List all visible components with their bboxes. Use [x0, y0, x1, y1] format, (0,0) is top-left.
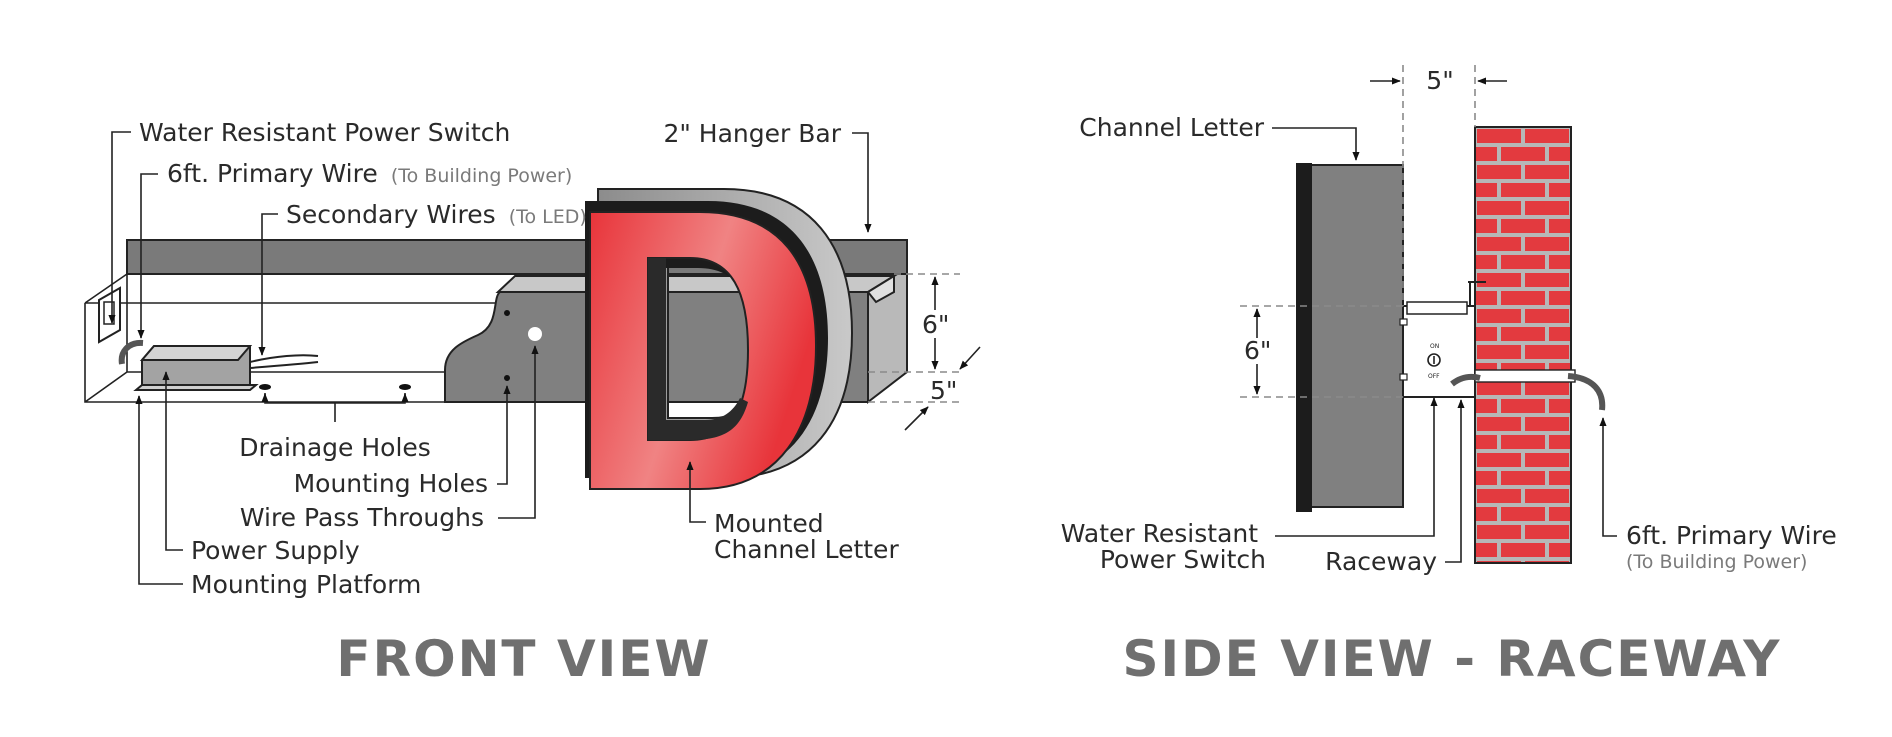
drainage-hole [399, 384, 411, 390]
raceway-hanger-tab [1406, 301, 1468, 315]
raceway-outline [84, 273, 868, 403]
side-view: ON OFF 5" 6" Channel Letter Water Resist… [1061, 65, 1842, 688]
drainage-hole [259, 384, 271, 390]
drainage-holes-leader [264, 393, 406, 422]
mounting-hole [504, 310, 510, 316]
mounting-holes-label: Mounting Holes [294, 469, 488, 498]
side-view-title: SIDE VIEW - RACEWAY [1123, 630, 1782, 688]
side-primary-wire-leader [1599, 417, 1617, 537]
mounting-platform-base [133, 384, 259, 391]
raceway-box [1402, 305, 1476, 398]
front-height-dim: 6" [922, 310, 949, 339]
primary-wire-leader [137, 173, 158, 339]
side-power-switch-leader [1275, 397, 1438, 537]
drainage-holes-label: Drainage Holes [239, 433, 431, 462]
primary-wire [118, 339, 144, 365]
primary-wire-text: 6ft. Primary Wire [167, 159, 378, 188]
side-height-dim: 6" [1244, 336, 1271, 365]
mounted-letter-line1: Mounted [714, 509, 824, 538]
power-supply-label: Power Supply [191, 536, 360, 565]
secondary-wires-text: Secondary Wires [286, 200, 496, 229]
power-supply-leader [162, 371, 183, 551]
mounting-platform-leader [135, 395, 183, 585]
mounting-holes-leader [497, 385, 511, 485]
mounting-hole [504, 375, 510, 381]
depth-dim-arrow-2 [904, 406, 929, 431]
side-power-switch-label: Water Resistant Power Switch [1061, 519, 1266, 574]
front-view-title: FRONT VIEW [336, 630, 711, 688]
side-power-switch-line1: Water Resistant [1061, 519, 1258, 548]
secondary-wires-leader [258, 213, 278, 356]
wall-bracket [1468, 281, 1486, 306]
power-switch-toggle [103, 301, 115, 325]
power-switch-leader [108, 131, 131, 324]
power-supply-top [139, 345, 253, 361]
power-switch-label: Water Resistant Power Switch [139, 118, 510, 147]
wire-pass-through-hole [528, 327, 542, 341]
side-power-switch-line2: Power Switch [1100, 545, 1266, 574]
side-primary-wire-note: (To Building Power) [1626, 551, 1807, 573]
raceway-clip-top [1399, 318, 1408, 326]
raceway-leader [1445, 399, 1465, 563]
wall-bolt [1474, 369, 1576, 383]
switch-on-text: ON [1430, 343, 1439, 350]
secondary-wires [249, 354, 319, 369]
channel-letter-counter-depth [648, 258, 748, 440]
primary-wire-note: (To Building Power) [391, 165, 572, 187]
mounted-letter-leader [686, 461, 706, 523]
channel-letter-side [1310, 164, 1404, 508]
side-primary-wire-label: 6ft. Primary Wire (To Building Power) [1626, 521, 1842, 573]
mounting-platform-label: Mounting Platform [191, 570, 421, 599]
wire-pass-throughs-label: Wire Pass Throughs [240, 503, 484, 532]
channel-letter-label: Channel Letter [1079, 113, 1264, 142]
raceway-clip-bottom [1399, 373, 1408, 381]
channel-letter-face-edge [1296, 163, 1312, 512]
hanger-bar-leader [852, 132, 872, 233]
raceway-flange [866, 274, 895, 304]
secondary-wires-note: (To LED) [509, 206, 587, 228]
switch-off-text: OFF [1428, 373, 1440, 380]
depth-dim-arrow-1 [959, 346, 981, 370]
brick-wall [1474, 126, 1572, 564]
front-view: 6" 5" Water Resistant Power Switch 6ft. … [84, 118, 981, 688]
secondary-wires-label: Secondary Wires (To LED) [286, 200, 587, 229]
channel-letter-leader [1272, 127, 1360, 161]
hanger-bar-label: 2" Hanger Bar [663, 119, 841, 148]
mounted-letter-line2: Channel Letter [714, 535, 899, 564]
front-depth-dim: 5" [930, 376, 957, 405]
mounted-letter-label: Mounted Channel Letter [714, 509, 899, 564]
side-depth-dim: 5" [1426, 66, 1453, 95]
side-primary-wire [1450, 373, 1606, 411]
primary-wire-label: 6ft. Primary Wire (To Building Power) [167, 159, 572, 188]
side-primary-wire-text: 6ft. Primary Wire [1626, 521, 1837, 550]
wire-pass-throughs-leader [498, 345, 539, 519]
raceway-label: Raceway [1325, 547, 1437, 576]
